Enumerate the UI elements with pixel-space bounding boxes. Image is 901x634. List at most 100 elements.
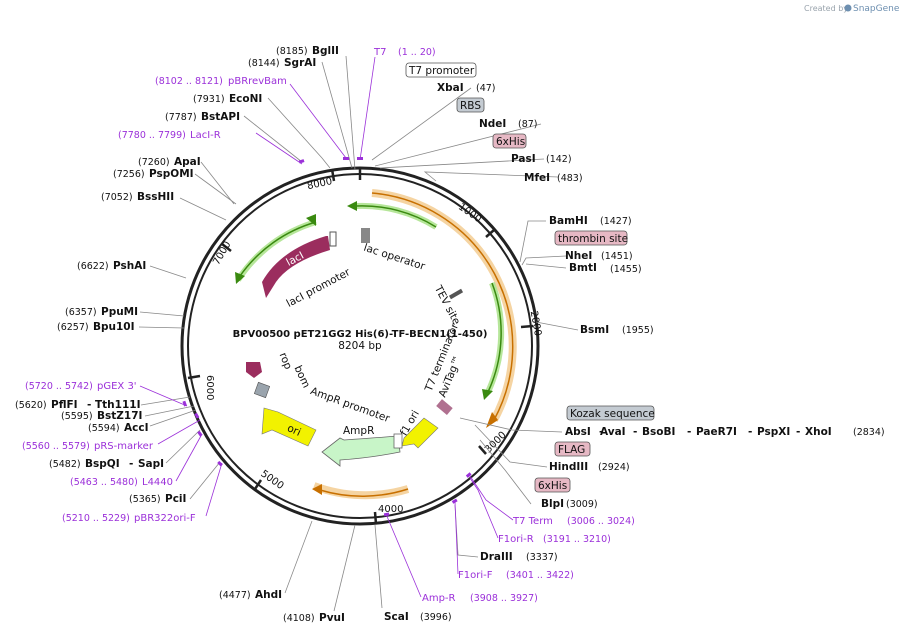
avitag-mark (436, 399, 453, 415)
site-pspomi: PspOMI (149, 168, 194, 180)
site-acci: AccI (124, 422, 148, 434)
6xhis-bottom-box (534, 477, 571, 493)
site-xbai-pos: (47) (476, 83, 496, 94)
tev-site-label: TEV site (431, 283, 462, 327)
primer-t7-range: (1 .. 20) (398, 47, 436, 58)
site-tth111i: Tth111I (95, 399, 140, 411)
site-pasi: PasI (511, 153, 536, 165)
6xhis-top-box (492, 133, 527, 149)
orf-green-top-arrow-icon (347, 201, 357, 211)
tick-marks (187, 168, 534, 525)
lac-operator-label: lac operator (362, 242, 427, 273)
primer-amp-r: Amp-R (422, 593, 456, 604)
kozak-label: Kozak sequence (570, 408, 655, 420)
site-nhei-pos: (1451) (601, 251, 633, 262)
primers: T7 (1 .. 20) (8102 .. 8121) pBRrevBam (7… (22, 47, 635, 604)
sites-right: (8185) BglII (8144) SgrAI (7931) EcoNI (… (165, 45, 654, 624)
site-ppumi: PpuMI (101, 306, 138, 318)
site-mfei-pos: (483) (557, 173, 583, 184)
primer-l4440: L4440 (142, 477, 173, 488)
site-ahdi: AhdI (255, 589, 282, 601)
6xhis-bottom-label: 6xHis (538, 480, 567, 492)
site-bglii: BglII (312, 45, 339, 57)
site-draiii-pos: (3337) (526, 552, 558, 563)
primer-pgex3: pGEX 3' (97, 381, 137, 392)
primer-f1ori-f-range: (3401 .. 3422) (506, 570, 574, 581)
orf-orange-2-arrow-icon (312, 484, 322, 495)
site-bglii-pos: (8185) (276, 46, 308, 57)
6xhis-top-label: 6xHis (496, 136, 525, 148)
bom-label: bom (292, 364, 313, 390)
dash-4: - (748, 426, 752, 438)
primer-leaders (139, 56, 514, 598)
snapgene-logo-icon (844, 4, 852, 12)
site-bsobi: BsoBI (642, 426, 675, 438)
site-absi: AbsI (565, 426, 591, 438)
site-bstz17i-pos: (5595) (61, 411, 93, 422)
rbs-label: RBS (460, 100, 481, 112)
primer-prs-marker-range: (5560 .. 5579) (22, 441, 90, 452)
site-econi-pos: (7931) (193, 94, 225, 105)
site-ndei-pos: (87) (518, 119, 538, 130)
site-xbai: XbaI (437, 82, 464, 94)
tick-6000: 6000 (204, 375, 215, 400)
site-pflfi: PflFI (51, 399, 78, 411)
site-tth111i-dash: - (87, 399, 91, 411)
primer-prs-marker: pRS-marker (94, 441, 154, 452)
site-bamhi-pos: (1427) (600, 216, 632, 227)
site-pcii: PciI (165, 493, 186, 505)
credit: Created by SnapGene (804, 4, 900, 14)
boxed-features: T7 promoter RBS 6xHis thrombin site Koza… (405, 62, 655, 493)
laci-promoter-label: lacI promoter (285, 266, 353, 310)
site-acci-pos: (5594) (88, 423, 120, 434)
primer-pbrrevbam: pBRrevBam (228, 76, 287, 87)
orf-green-right-line (487, 282, 502, 393)
site-bspqi: BspQI (85, 458, 120, 470)
site-bsshii: BssHII (137, 191, 174, 203)
site-ndei: NdeI (479, 118, 506, 130)
primer-pbr322ori-f-range: (5210 .. 5229) (62, 513, 130, 524)
primer-pbr322ori-f: pBR322ori-F (134, 513, 196, 524)
primer-pgex3-range: (5720 .. 5742) (25, 381, 93, 392)
laci-feature (262, 236, 330, 298)
map-size: 8204 bp (338, 340, 382, 352)
multi-site-pos: (2834) (853, 427, 885, 438)
site-xhoi: XhoI (805, 426, 832, 438)
primer-laci-r: LacI-R (190, 130, 221, 141)
primer-pbrrevbam-range: (8102 .. 8121) (155, 76, 223, 87)
ampr-label: AmpR (343, 425, 374, 437)
site-bsmi: BsmI (580, 324, 609, 336)
orf-green-top-line (355, 205, 437, 228)
orf-green-right-arrow-icon (482, 389, 493, 400)
site-pshai: PshAI (113, 260, 146, 272)
site-blpi: BlpI (541, 498, 564, 510)
flag-box (554, 441, 591, 457)
sites-left: (7260) ApaI (7256) PspOMI (7052) BssHII … (15, 156, 201, 505)
primer-marks (182, 157, 472, 517)
site-pasi-pos: (142) (546, 154, 572, 165)
dash-3: - (687, 426, 691, 438)
site-sgrai: SgrAI (284, 57, 316, 69)
flag-label: FLAG (558, 444, 585, 456)
site-econi: EcoNI (229, 93, 262, 105)
rbs-box (456, 97, 485, 113)
orf-green-left-line (239, 221, 317, 277)
laci-promoter-mark (329, 231, 337, 247)
site-hindiii-pos: (2924) (598, 462, 630, 473)
ampr-feature (321, 435, 401, 467)
tick-8000: 8000 (306, 176, 333, 192)
orf-green-left-head-icon (306, 214, 316, 226)
t7-promoter-label: T7 promoter (408, 65, 475, 77)
site-leaders (138, 55, 579, 612)
site-bamhi: BamHI (549, 215, 588, 227)
site-mfei: MfeI (524, 172, 550, 184)
site-pvui: PvuI (319, 612, 345, 624)
site-avai: AvaI (600, 426, 626, 438)
site-scai-pos: (3996) (420, 612, 452, 623)
orf-orange-2-line (319, 488, 409, 497)
site-hindiii: HindIII (549, 461, 588, 473)
primer-l4440-range: (5463 .. 5480) (70, 477, 138, 488)
site-bpu10i-pos: (6257) (57, 322, 89, 333)
ampr-promoter-mark (393, 433, 403, 449)
ampr-promoter-label: AmpR promoter (309, 385, 392, 425)
